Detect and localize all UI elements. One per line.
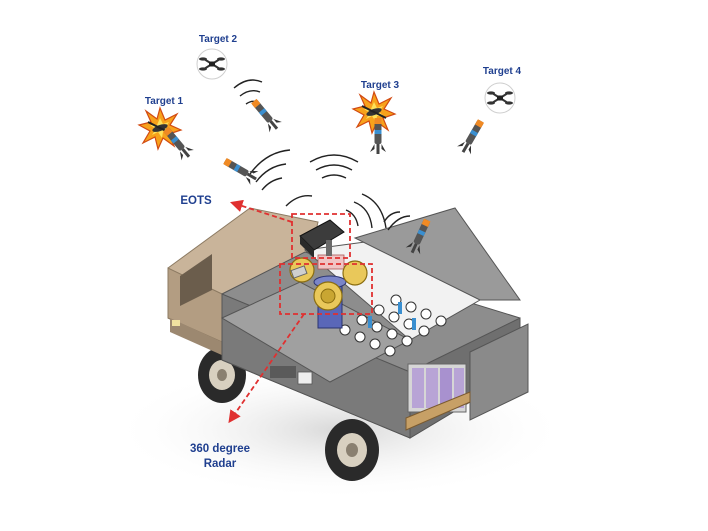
target-2-drone-icon — [196, 48, 228, 80]
target-4-label: Target 4 — [483, 66, 522, 77]
launcher-grid — [339, 294, 447, 357]
eots-camera — [299, 219, 345, 258]
target-2-label: Target 2 — [199, 34, 238, 45]
target-1-label: Target 1 — [145, 96, 184, 107]
rear-wheel — [325, 419, 379, 481]
target-4-drone-icon — [484, 82, 516, 114]
radar-label-line2: Radar — [204, 458, 237, 470]
interceptor-munition-icon — [220, 154, 261, 186]
radio-wave-icon — [233, 79, 411, 231]
eots-callout — [230, 199, 351, 259]
sensor-mast — [289, 219, 368, 329]
radar-label-line1: 360 degree — [190, 443, 250, 455]
container-body — [220, 207, 529, 439]
truck — [167, 207, 529, 481]
radar-callout — [228, 263, 373, 424]
eots-label: EOTS — [180, 195, 212, 207]
target-3-explosion-icon — [352, 91, 396, 134]
interceptor-munition-icon — [456, 116, 488, 157]
target-3-label: Target 3 — [361, 80, 400, 91]
